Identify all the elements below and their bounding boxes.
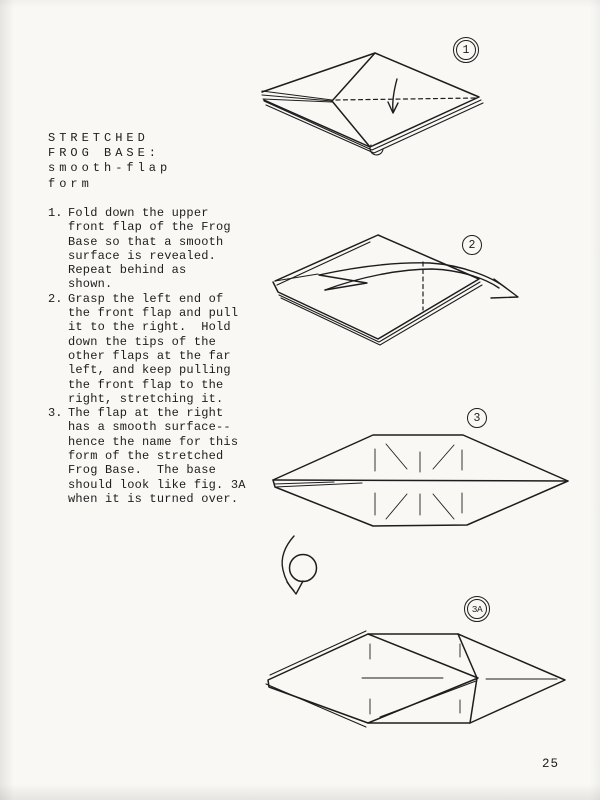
fold-down-arrow — [392, 78, 398, 112]
page-number: 25 — [542, 757, 560, 771]
instruction-text: The flap at the right has a smooth surfa… — [68, 406, 246, 506]
instruction-number: 3. — [48, 406, 63, 421]
figure-2-diagram — [272, 234, 519, 346]
fold-line-dashed — [335, 97, 476, 101]
figure-3-diagram — [272, 434, 569, 527]
instruction-item: 2. Grasp the left end of the front flap … — [48, 292, 258, 406]
figure-3a-diagram — [265, 630, 566, 728]
instruction-item: 3. The flap at the right has a smooth su… — [48, 406, 258, 506]
section-title: STRETCHED FROG BASE: smooth-flap form — [48, 131, 172, 191]
figure-1-badge: 1 — [453, 37, 479, 63]
instruction-number: 1. — [48, 206, 63, 220]
instruction-item: 1. Fold down the upper front flap of the… — [48, 206, 258, 292]
figure-3-badge: 3 — [467, 408, 487, 428]
instruction-list: 1. Fold down the upper front flap of the… — [48, 206, 258, 506]
paper-curl — [369, 144, 384, 156]
figure-3a-badge: 3A — [464, 596, 490, 622]
figure-1-diagram — [261, 52, 484, 156]
instruction-text: Fold down the upper front flap of the Fr… — [68, 206, 231, 292]
pull-right-arrow — [318, 262, 507, 289]
instruction-text: Grasp the left end of the front flap and… — [68, 291, 239, 406]
instruction-number: 2. — [48, 291, 63, 306]
figure-2-badge: 2 — [462, 235, 482, 255]
turn-over-icon — [281, 535, 318, 595]
